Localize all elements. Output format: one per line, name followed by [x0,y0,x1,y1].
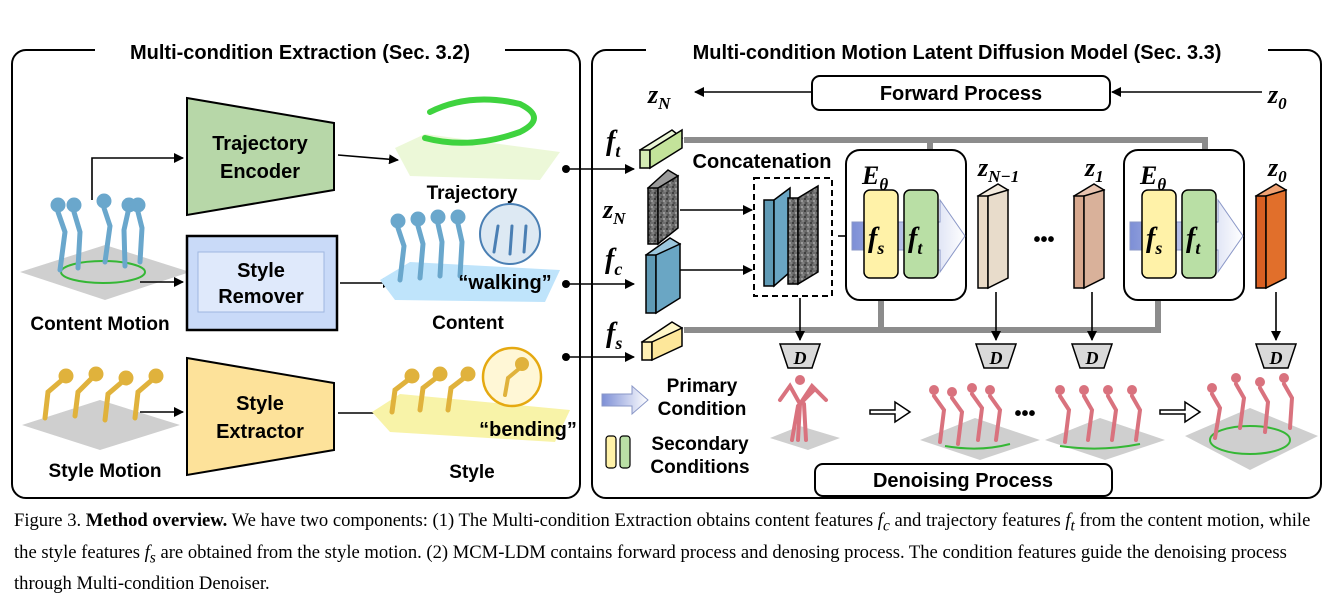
E-theta-label-1: Eθ [861,161,888,194]
style-output [372,346,570,442]
right-panel: Multi-condition Motion Latent Diffusion … [591,38,1322,499]
content-output [380,203,560,302]
concatenation-box [753,177,833,297]
content-motion-label: Content Motion [30,314,169,335]
svg-text:D: D [793,348,807,368]
denoiser-2 [1123,149,1245,301]
method-overview-diagram: Multi-condition Extraction (Sec. 3.2) Co… [11,38,1322,499]
decoder-1: D [778,343,822,369]
f-c-label: fc [605,244,622,279]
denoising-process-label: Denoising Process [873,470,1053,492]
hollow-arrow-1 [869,400,912,424]
figure-caption: Figure 3. Method overview. We have two c… [14,508,1324,597]
style-extractor-label-2: Extractor [216,421,304,443]
ellipsis-2: ••• [1014,403,1035,425]
concatenation-label: Concatenation [693,151,832,173]
z-N-top: zN [647,80,671,113]
z-N-minus-1-token [976,183,1010,290]
arrow-to-trajectory-encoder [91,153,184,200]
z-0-top: z0 [1267,80,1287,113]
f-s-in-denoiser-1: fs [868,223,884,258]
style-extractor-block [186,356,335,477]
denoiser-1 [845,149,967,301]
trajectory-output-label: Trajectory [427,183,518,204]
legend-primary-1: Primary [667,376,738,397]
legend-secondary-2: Conditions [650,457,749,478]
z-1-label: z1 [1084,153,1104,186]
decoder-arrows [795,292,1281,341]
hollow-arrow-2 [1159,400,1202,424]
f-s-block-1 [863,189,899,279]
trajectory-output [395,96,560,180]
right-panel-title: Multi-condition Motion Latent Diffusion … [693,42,1222,64]
style-extractor-label-1: Style [236,393,284,415]
arrow-from-trajectory-encoder [337,154,399,165]
svg-text:D: D [1269,348,1283,368]
denoising-figure-3 [1045,385,1165,460]
style-motion-label: Style Motion [49,461,162,482]
caption-fc-sub: c [882,517,890,535]
caption-fs: f [144,541,150,563]
primary-condition-icon [601,384,649,416]
concatenated-tokens [763,184,819,288]
f-s-in-denoiser-2: fs [1146,223,1162,258]
style-motion-figure [22,366,180,450]
ellipsis-1: ••• [1033,229,1054,251]
secondary-conditions-icon [605,435,631,469]
z-0-right-label: z0 [1267,153,1287,186]
legend-secondary-1: Secondary [651,434,749,455]
svg-text:D: D [1085,348,1099,368]
z-1-token [1072,183,1106,290]
caption-ft-sub: t [1070,517,1075,535]
f-t-block-2 [1181,189,1217,279]
f-t-in-denoiser-2: ft [1186,223,1201,258]
style-remover-label-1: Style [237,260,285,282]
trajectory-encoder-block [186,96,335,217]
caption-bold-title: Method overview. [85,510,228,531]
trajectory-encoder-label-1: Trajectory [212,133,308,155]
style-output-label: Style [449,462,494,483]
caption-figure-number: Figure 3. [14,510,82,531]
z-N-token [646,169,680,246]
denoising-process-box [814,463,1113,497]
z-N-left-label: zN [602,195,626,228]
left-panel-title: Multi-condition Extraction (Sec. 3.2) [130,42,470,64]
f-s-token [640,321,684,362]
caption-text-1: We have two components: (1) The Multi-co… [227,510,878,531]
legend-primary-2: Condition [658,399,747,420]
E-theta-label-2: Eθ [1139,161,1166,194]
decoder-2: D [974,343,1018,369]
denoising-figure-1 [770,375,840,450]
content-output-label: Content [432,313,504,334]
f-c-token [644,237,682,315]
f-s-block-2 [1141,189,1177,279]
style-quote: “bending” [479,419,577,441]
f-t-token [638,128,684,170]
style-remover-label-2: Remover [218,286,304,308]
denoising-figure-2 [920,383,1040,460]
trajectory-encoder-label-2: Encoder [220,161,300,183]
cross-panel-connectors [562,164,635,362]
caption-text-4: are obtained from the style motion. (2) … [14,541,1287,595]
caption-text-2: and trajectory features [889,510,1066,531]
decoder-4: D [1254,343,1298,369]
svg-text:D: D [989,348,1003,368]
caption-fc: f [877,510,883,531]
f-t-in-denoiser-1: ft [908,223,923,258]
content-quote: “walking” [458,272,551,294]
forward-process-box [811,75,1111,111]
left-panel: Multi-condition Extraction (Sec. 3.2) Co… [11,38,581,499]
f-t-block-1 [903,189,939,279]
z-0-token [1254,183,1288,290]
f-t-label: ft [606,126,621,161]
f-s-label: fs [606,318,622,353]
denoising-figure-4 [1185,373,1318,470]
z-N-minus-1-label: zN−1 [977,153,1019,186]
decoder-3: D [1070,343,1114,369]
caption-text-3: from the content motion, while the style… [14,510,1311,563]
caption-ft: f [1065,510,1071,531]
forward-process-label: Forward Process [880,83,1042,105]
content-motion-figure [20,193,190,300]
caption-fs-sub: s [149,549,156,567]
